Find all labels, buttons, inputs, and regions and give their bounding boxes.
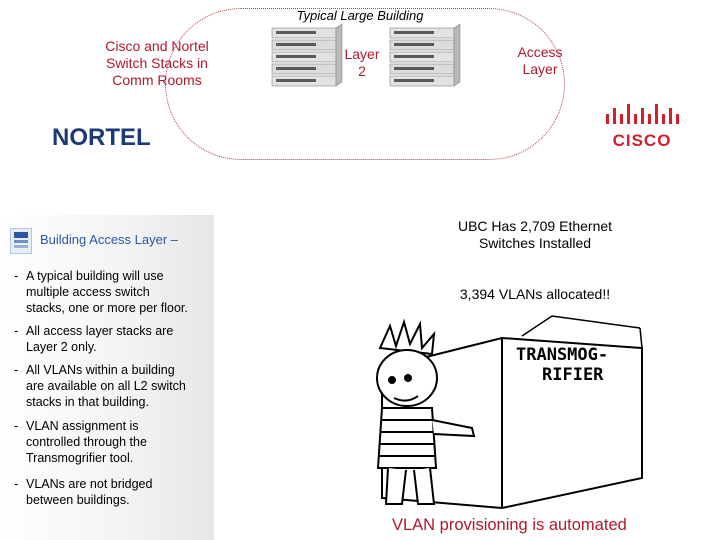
character-figure [376,318,476,505]
stacks-label: Cisco and Nortel Switch Stacks in Comm R… [105,38,209,88]
sidebar-panel [0,215,214,540]
cisco-logo: CISCO [596,94,688,160]
bullet-item: - A typical building will use multiple a… [14,269,188,315]
transmogrifier-sign-line1: TRANSMOG- [516,345,608,365]
bullet-item: - All VLANs within a building are availa… [14,363,186,409]
transmogrifier-sign-line2: RIFIER [542,365,604,385]
bullet-item: - All access layer stacks are Layer 2 on… [14,324,174,354]
switch-stack-image [389,24,461,87]
caption: VLAN provisioning is automated [392,516,627,534]
switch-count-stat: UBC Has 2,709 Ethernet Switches Installe… [457,218,613,251]
access-layer-label: Access Layer [517,44,563,77]
bullet-item: - VLANs are not bridged between building… [14,477,153,507]
layer2-label: Layer 2 [344,46,380,79]
calvin-transmogrifier-cartoon: TRANSMOG- RIFIER [376,315,643,510]
ubc-logo [10,228,32,254]
nortel-logo: NORTEL [52,124,151,151]
sidebar-heading: Building Access Layer – [40,232,179,247]
vlan-count-stat: 3,394 VLANs allocated!! [459,286,611,302]
oval-title: Typical Large Building [296,8,424,23]
bullet-item: - VLAN assignment is controlled through … [14,419,147,465]
switch-stack-image [271,24,343,87]
cisco-logo-text: CISCO [613,131,672,150]
ubc-crest-icon [14,232,28,248]
building-oval [165,8,565,160]
